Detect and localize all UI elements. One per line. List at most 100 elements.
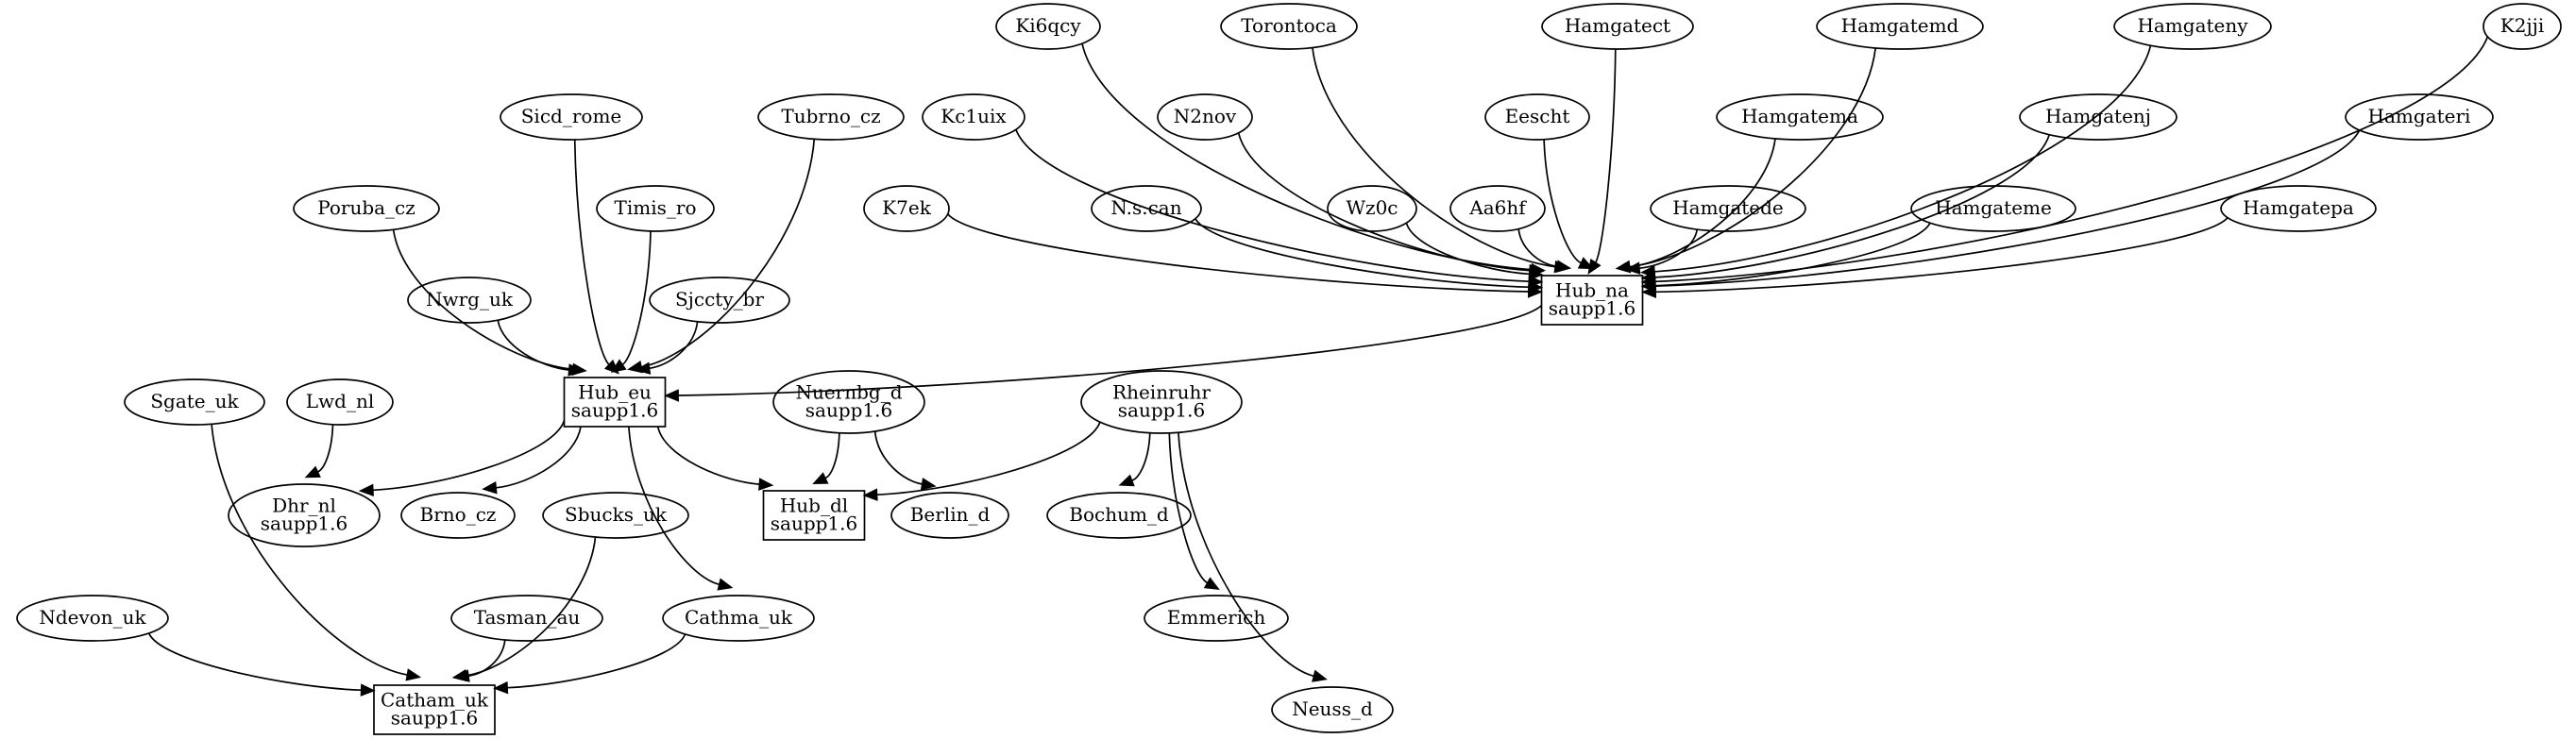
node-sgate-uk[interactable]: Sgate_uk bbox=[124, 378, 265, 426]
node-label: saupp1.6 bbox=[261, 512, 347, 535]
node-cathma-uk[interactable]: Cathma_uk bbox=[662, 595, 815, 642]
node-hamgatect[interactable]: Hamgatect bbox=[1541, 3, 1694, 50]
node-brno-cz[interactable]: Brno_cz bbox=[400, 492, 516, 539]
node-label: Tasman_au bbox=[474, 606, 581, 629]
node-ellipse bbox=[124, 378, 265, 426]
edge-line bbox=[824, 432, 840, 479]
edge-ki6qcy-to-hub-na bbox=[1081, 42, 1547, 277]
node-ellipse bbox=[450, 595, 603, 642]
node-hamgateri[interactable]: Hamgateri bbox=[2345, 93, 2494, 141]
node-hamgateny[interactable]: Hamgateny bbox=[2113, 3, 2272, 50]
node-sbucks-uk[interactable]: Sbucks_uk bbox=[542, 492, 689, 539]
arrowhead bbox=[758, 478, 774, 491]
node-label: Eescht bbox=[1505, 105, 1570, 127]
edge-line bbox=[1654, 134, 2051, 278]
node-label: Sicd_rome bbox=[521, 105, 622, 127]
node-label: Lwd_nl bbox=[306, 390, 374, 412]
node-kc1uix[interactable]: Kc1uix bbox=[922, 93, 1025, 141]
edge-nuernbg-d-to-hub-dl bbox=[812, 432, 840, 485]
node-hamgatenj[interactable]: Hamgatenj bbox=[2019, 93, 2178, 141]
node-hamgatema[interactable]: Hamgatema bbox=[1716, 93, 1884, 141]
arrowhead bbox=[1555, 260, 1572, 273]
edge-hub-na-to-hub-eu bbox=[664, 304, 1543, 402]
node-label: Bochum_d bbox=[1069, 503, 1169, 526]
edge-aa6hf-to-hub-na bbox=[1517, 228, 1572, 273]
node-ellipse bbox=[1091, 185, 1202, 232]
node-label: Emmerich bbox=[1167, 606, 1266, 629]
edge-line bbox=[1654, 36, 2489, 283]
node-nscan[interactable]: N.s.can bbox=[1091, 185, 1202, 232]
node-n2nov[interactable]: N2nov bbox=[1157, 93, 1253, 141]
node-hamgateme[interactable]: Hamgateme bbox=[1910, 185, 2076, 232]
edge-line bbox=[317, 424, 334, 473]
node-ellipse bbox=[1080, 370, 1243, 434]
node-tubrno-cz[interactable]: Tubrno_cz bbox=[757, 93, 905, 141]
node-ellipse bbox=[2483, 3, 2562, 50]
node-hamgatepa[interactable]: Hamgatepa bbox=[2220, 185, 2377, 232]
node-berlin-d[interactable]: Berlin_d bbox=[890, 492, 1009, 539]
edges-layer bbox=[147, 36, 2489, 697]
edge-nuernbg-d-to-berlin-d bbox=[873, 430, 937, 491]
node-neuss-d[interactable]: Neuss_d bbox=[1271, 686, 1394, 733]
edge-line bbox=[876, 421, 1101, 496]
node-nwrg-uk[interactable]: Nwrg_uk bbox=[407, 277, 532, 324]
edge-wz0c-to-hub-na bbox=[1405, 222, 1544, 281]
arrowhead bbox=[1528, 267, 1544, 281]
edge-line bbox=[641, 139, 816, 368]
edge-line bbox=[468, 639, 506, 678]
node-ki6qcy[interactable]: Ki6qcy bbox=[995, 3, 1101, 50]
node-wz0c[interactable]: Wz0c bbox=[1327, 185, 1417, 232]
edge-line bbox=[1639, 228, 1699, 270]
edge-hamgateny-to-hub-na bbox=[1640, 45, 2152, 278]
edge-line bbox=[497, 320, 569, 371]
edge-line bbox=[1015, 128, 1530, 283]
node-sicd-rome[interactable]: Sicd_rome bbox=[500, 93, 643, 141]
edge-hub-eu-to-cathma-uk bbox=[628, 426, 734, 591]
node-ndevon-uk[interactable]: Ndevon_uk bbox=[16, 595, 169, 642]
node-ellipse bbox=[596, 185, 715, 232]
node-label: Sbucks_uk bbox=[565, 503, 668, 526]
node-label: K7ek bbox=[882, 196, 932, 219]
edge-line bbox=[147, 632, 362, 692]
edge-hamgatemd-to-hub-na bbox=[1615, 47, 1877, 274]
edge-hub-eu-to-brno-cz bbox=[482, 426, 582, 495]
arrowhead bbox=[493, 680, 509, 695]
arrowhead bbox=[635, 361, 652, 375]
node-ellipse bbox=[2019, 93, 2178, 141]
node-ellipse bbox=[400, 492, 516, 539]
node-sjccty-br[interactable]: Sjccty_br bbox=[649, 277, 790, 324]
node-hamgatede[interactable]: Hamgatede bbox=[1650, 185, 1806, 232]
edge-torontoca-to-hub-na bbox=[1312, 47, 1569, 274]
node-k2jji[interactable]: K2jji bbox=[2483, 3, 2562, 50]
node-emmerich[interactable]: Emmerich bbox=[1144, 595, 1289, 642]
edge-line bbox=[1655, 129, 2361, 287]
node-timis-ro[interactable]: Timis_ro bbox=[596, 185, 715, 232]
node-k7ek[interactable]: K7ek bbox=[863, 185, 950, 232]
node-ellipse bbox=[1220, 3, 1358, 50]
node-ellipse bbox=[1449, 185, 1546, 232]
node-tasman-au[interactable]: Tasman_au bbox=[450, 595, 603, 642]
edge-rheinruhr-to-emmerich bbox=[1168, 432, 1220, 591]
node-label: N2nov bbox=[1174, 105, 1237, 127]
node-label: Nuernbg_d bbox=[795, 381, 902, 404]
arrowhead bbox=[812, 472, 829, 485]
edge-line bbox=[507, 633, 686, 689]
node-torontoca[interactable]: Torontoca bbox=[1220, 3, 1358, 50]
node-bochum-d[interactable]: Bochum_d bbox=[1046, 492, 1192, 539]
edge-cathma-uk-to-catham-uk bbox=[493, 633, 686, 695]
node-aa6hf[interactable]: Aa6hf bbox=[1449, 185, 1546, 232]
node-poruba-cz[interactable]: Poruba_cz bbox=[293, 185, 440, 232]
node-eescht[interactable]: Eescht bbox=[1484, 93, 1590, 141]
node-box bbox=[373, 684, 496, 735]
node-hamgatemd[interactable]: Hamgatemd bbox=[1816, 3, 1984, 50]
node-label: Timis_ro bbox=[615, 196, 697, 219]
edge-line bbox=[1131, 432, 1151, 481]
node-lwd-nl[interactable]: Lwd_nl bbox=[286, 378, 394, 426]
